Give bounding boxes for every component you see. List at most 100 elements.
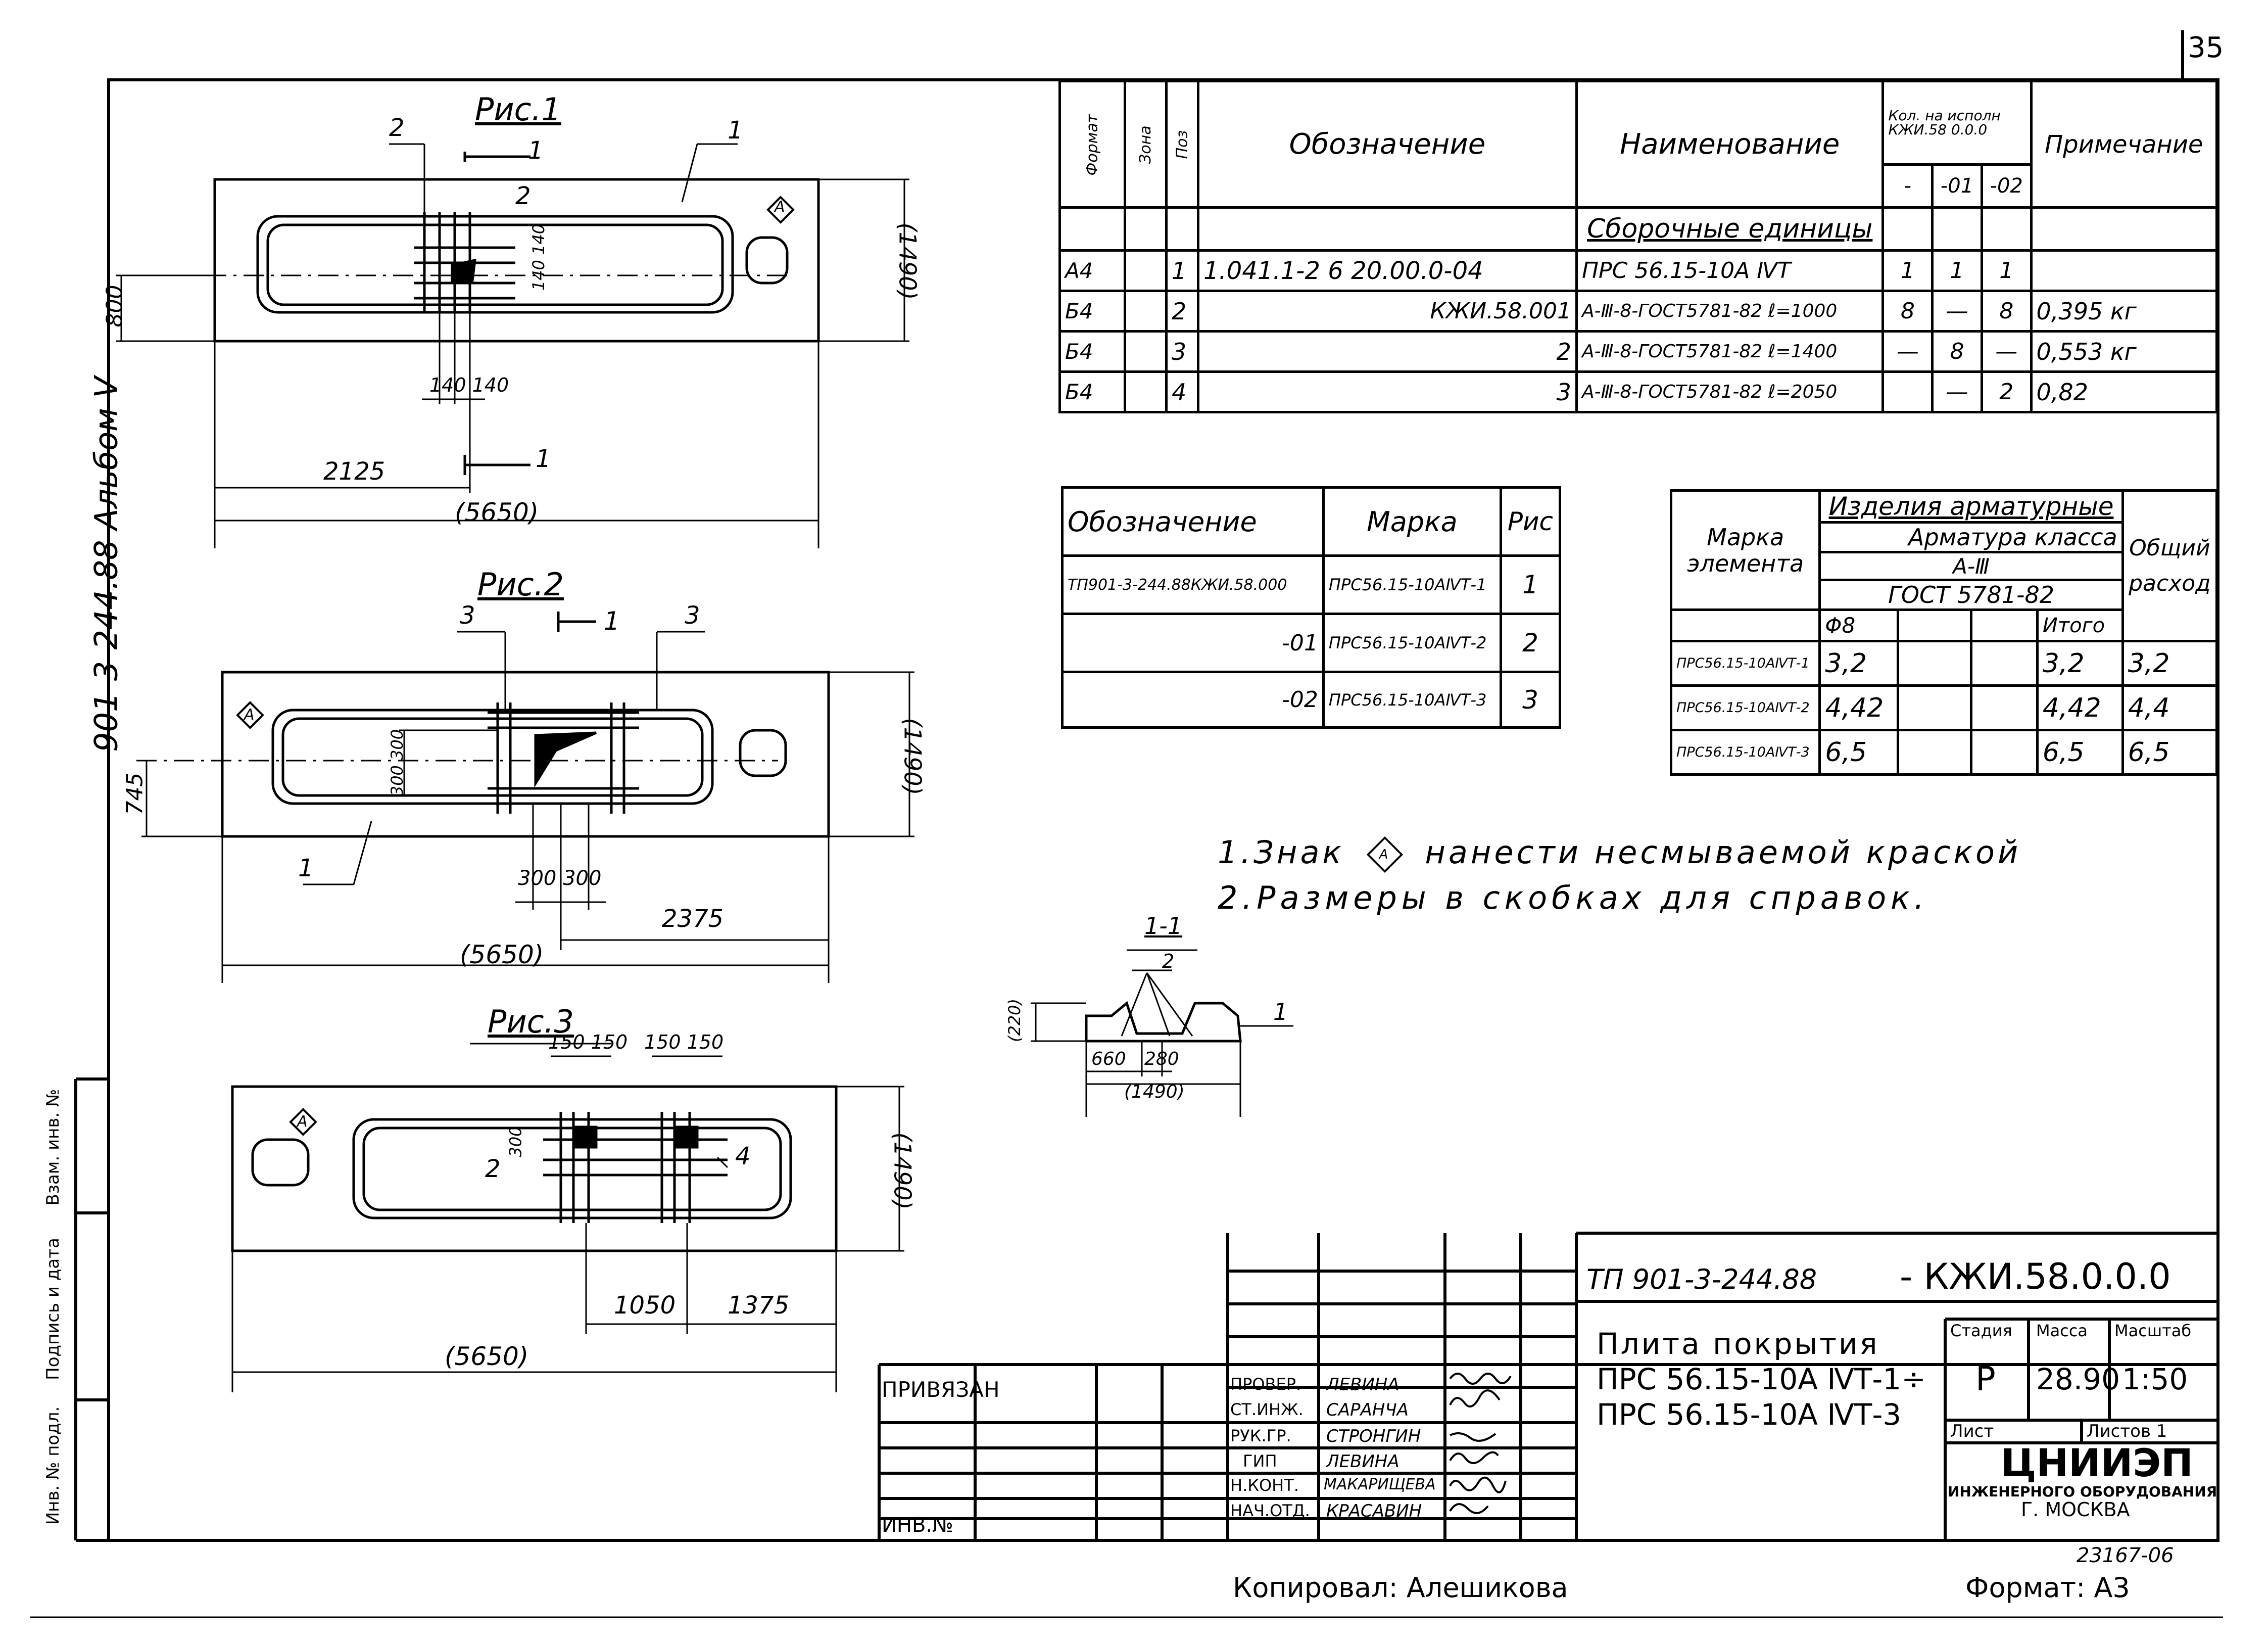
figure-3-dim-spacing: 150 150: [548, 1031, 628, 1053]
spec-header-note: Примечание: [2030, 80, 2218, 209]
staff-role: Провер.: [1230, 1375, 1301, 1394]
steel-header-diameter: Φ8: [1818, 608, 1899, 642]
figure-1-section-mark-bottom: 1: [536, 445, 551, 473]
mark-table: Обозначение Марка Рис ТП901-3-244.88КЖИ.…: [1061, 486, 1562, 729]
table-row: -01 ПРС56.15-10АⅣТ-2 2: [1061, 613, 1562, 673]
staff-role: Нач.отд.: [1230, 1501, 1310, 1520]
spec-header-qty-col: -01: [1931, 163, 1983, 209]
section-width: (1490): [1124, 1082, 1185, 1102]
spec-section-title: Сборочные единицы: [1575, 206, 1885, 252]
figure-1-dim-total: (5650): [455, 498, 539, 527]
figure-2-title: Рис.2: [477, 566, 564, 603]
steel-header-element: Марка элемента: [1669, 489, 1821, 611]
stamp-replacement-inv: Взам. инв. №: [43, 1089, 63, 1206]
figure-3-pos-label: 4: [735, 1142, 751, 1170]
figure-2-marker: А: [244, 706, 255, 724]
head-stage: Стадия: [1950, 1321, 2012, 1340]
section-pos-top: 2: [1162, 950, 1175, 972]
archive-number: 23167-06: [2077, 1544, 2174, 1567]
section-title: 1-1: [1144, 912, 1183, 940]
figure-3-dim-total: (5650): [445, 1342, 529, 1371]
figure-1-pos-label: 1: [728, 116, 743, 145]
org-name: ЦНИИЭП: [2001, 1440, 2193, 1485]
bound-label: Привязан: [882, 1377, 1000, 1402]
spec-header-pos: Поз: [1165, 80, 1199, 209]
stamp-inv-original: Инв. № подл.: [43, 1406, 63, 1525]
figure-2-dim-part: 2375: [662, 905, 724, 933]
table-row: ПРС56.15-10АⅣТ-1 3,2 3,2 3,2: [1669, 640, 2218, 687]
section-1-1: [1031, 949, 1293, 1117]
staff-name: Макарищева: [1324, 1476, 1436, 1493]
inv-label: Инв.№: [882, 1514, 953, 1537]
section-pos-right: 1: [1273, 998, 1288, 1025]
table-row: Б4 4 3 A-Ⅲ-8-ГОСТ5781-82 ℓ=2050 — 2 0,82: [1058, 370, 2218, 413]
marker-icon: А: [1366, 836, 1403, 873]
page-number: 35: [2188, 31, 2224, 64]
spec-header-format: Формат: [1058, 80, 1126, 209]
mass-value: 28.90: [2036, 1362, 2120, 1396]
note-1: 1.Знак А нанести несмываемой краской: [1218, 834, 2021, 873]
table-row: А4 1 1.041.1-2 6 20.00.0-04 ПРС 56.15-10…: [1058, 249, 2218, 292]
spec-table: Формат Зона Поз Обозначение Наименование…: [1058, 80, 2218, 413]
staff-name: Саранча: [1326, 1400, 1409, 1420]
spec-header-qty-col: -: [1881, 163, 1934, 209]
mark-header-designation: Обозначение: [1061, 486, 1325, 557]
staff-role: ГИП: [1243, 1451, 1277, 1471]
staff-name: Левина: [1326, 1451, 1400, 1472]
figure-1-dim-part: 2125: [323, 457, 385, 486]
figure-2-section-mark: 1: [604, 606, 620, 636]
figure-3-dim-spacing: 150 150: [644, 1031, 724, 1053]
figure-2-dim-width: (1490): [899, 718, 927, 795]
stage-value: Р: [1975, 1359, 1996, 1398]
spec-header-designation: Обозначение: [1196, 80, 1578, 209]
copied-by: Копировал: Алешикова: [1233, 1572, 1568, 1604]
figure-2-pos-label: 3: [685, 601, 700, 630]
head-mass: Масса: [2036, 1321, 2088, 1340]
figure-1-pos-label: 2: [389, 114, 405, 142]
figure-2-dim-height: 745: [122, 772, 148, 815]
figure-1-dim-spacing: 140 140: [429, 374, 509, 396]
staff-role: Н.конт.: [1230, 1476, 1299, 1495]
spec-header-qty-col: -02: [1980, 163, 2033, 209]
figure-3-dim-length-b: 1375: [728, 1291, 790, 1320]
note-1-text: нанести несмываемой краской: [1425, 834, 2021, 871]
table-row: Б4 2 КЖИ.58.001 A-Ⅲ-8-ГОСТ5781-82 ℓ=1000…: [1058, 290, 2218, 333]
figure-3-dim-side: 300: [506, 1126, 525, 1157]
section-dim-b: 280: [1144, 1049, 1179, 1069]
title-line-1: Плита покрытия: [1597, 1327, 1879, 1361]
head-scale: Масштаб: [2114, 1321, 2192, 1340]
steel-header-total: Итого: [2036, 608, 2124, 642]
sheet-format: Формат: А3: [1965, 1572, 2130, 1604]
title-line-2: ПРС 56.15-10А ⅣТ-1÷: [1597, 1362, 1926, 1396]
figure-3-plan: [231, 1043, 904, 1392]
note-2: 2.Размеры в скобках для справок.: [1218, 879, 1929, 916]
staff-role: Ст.инж.: [1230, 1400, 1304, 1419]
figure-3-marker: А: [297, 1113, 308, 1131]
figure-1-title: Рис.1: [475, 91, 561, 128]
figure-1-pos-label: 2: [515, 182, 531, 210]
figure-2-dim-spacing-side: 300 300: [388, 729, 407, 796]
figure-2-plan: [136, 612, 914, 983]
figure-2-dim-total: (5650): [460, 940, 544, 969]
staff-name: Стронгин: [1326, 1426, 1421, 1446]
table-row: ПРС56.15-10АⅣТ-3 6,5 6,5 6,5: [1669, 729, 2218, 776]
table-row: Б4 3 2 A-Ⅲ-8-ГОСТ5781-82 ℓ=1400 — 8 — 0,…: [1058, 330, 2218, 373]
figure-1-dim-width: (1490): [894, 222, 922, 300]
album-label: 901-3-244.88 Альбом Ⅴ: [87, 377, 125, 752]
figure-2-pos-label: 1: [298, 854, 314, 882]
org-subtitle: инженерного оборудования: [1948, 1483, 2217, 1500]
sheets-label: Листов 1: [2087, 1421, 2167, 1441]
mark-header-mark: Марка: [1322, 486, 1502, 557]
signatures: [1449, 1373, 1512, 1514]
section-dim-a: 660: [1091, 1049, 1126, 1069]
steel-header-overall: Общий расход: [2121, 489, 2218, 642]
spec-header-zone: Зона: [1123, 80, 1168, 209]
figure-1-plan: [116, 143, 909, 548]
scale-value: 1:50: [2122, 1362, 2188, 1396]
figure-3-title: Рис.3: [488, 1003, 574, 1040]
figure-1-dim-height: 800: [102, 285, 128, 327]
figure-1-section-mark-top: 1: [528, 136, 544, 165]
table-row: ТП901-3-244.88КЖИ.58.000 ПРС56.15-10АⅣТ-…: [1061, 554, 1562, 615]
staff-role: Рук.гр.: [1230, 1426, 1291, 1445]
